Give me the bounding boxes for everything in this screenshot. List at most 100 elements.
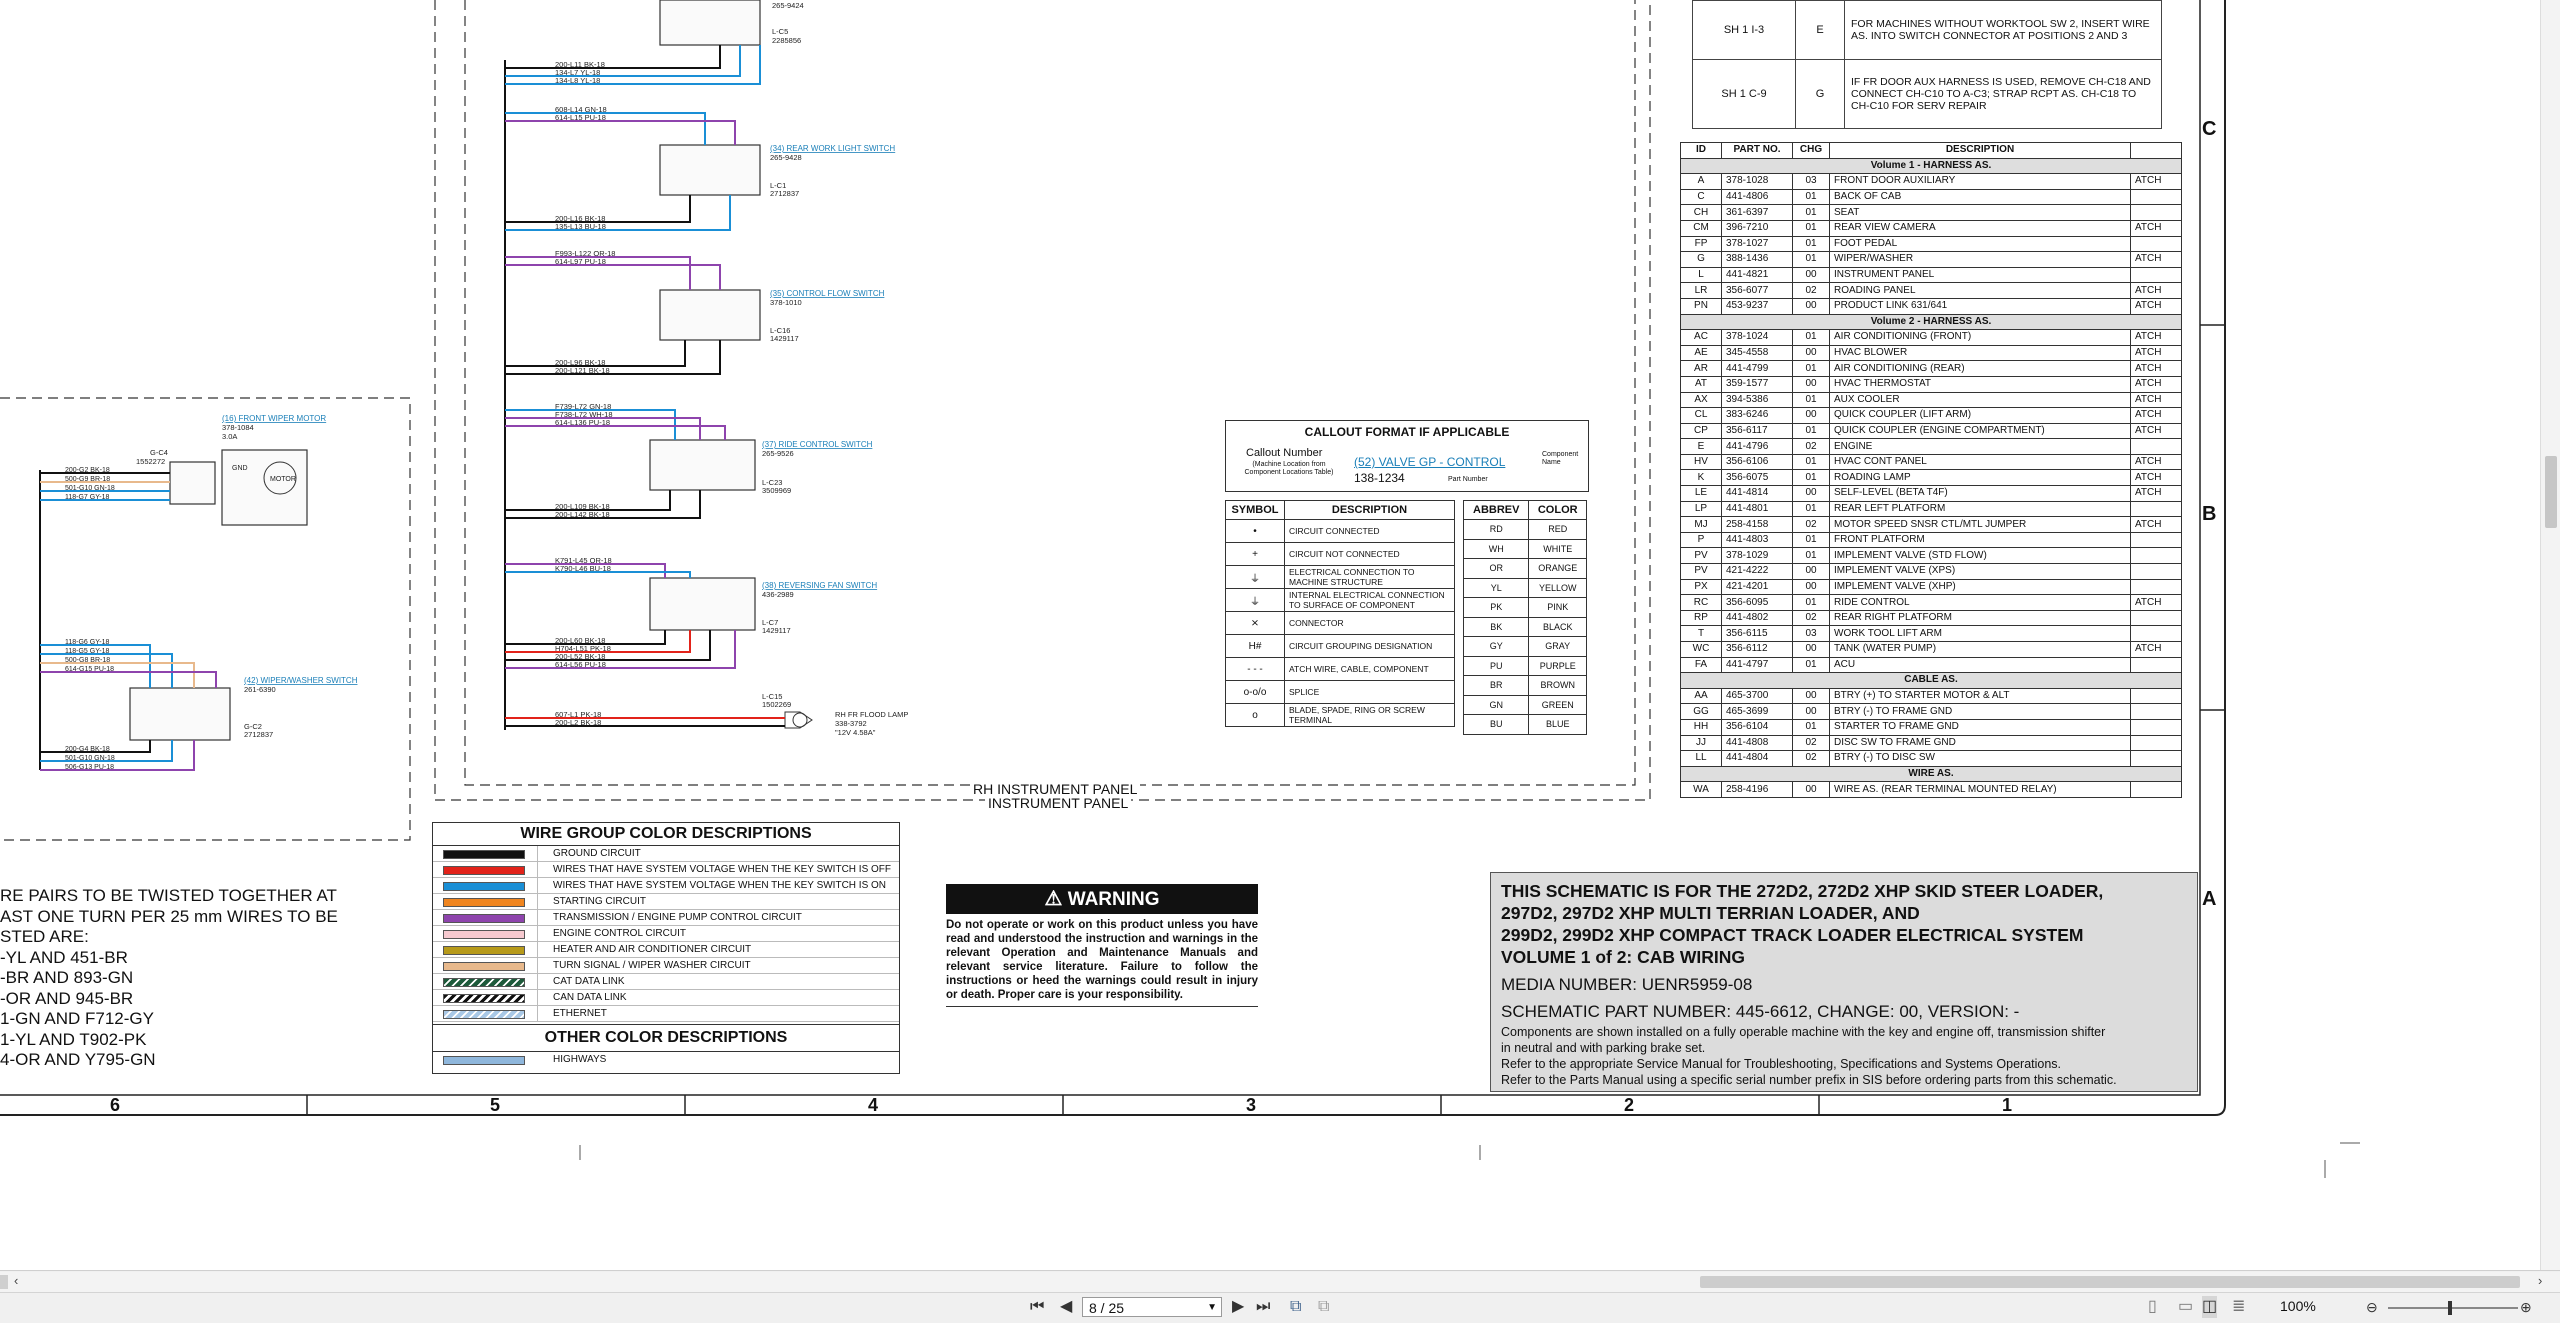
part-description: FRONT DOOR AUXILIARY [1829,173,2131,190]
part-id: WC [1680,641,1722,658]
wire-label: 118-G6 GY-18 [65,639,109,646]
part-flag: ATCH [2130,641,2182,658]
abbrev-code: PU [1462,655,1530,676]
part-number: 453-9237 [1721,297,1793,315]
part-description: QUICK COUPLER (ENGINE COMPARTMENT) [1829,422,2131,440]
part-change: 00 [1792,485,1830,502]
part-flag: ATCH [2130,469,2182,487]
continuous-view-icon[interactable]: ▭ [2178,1298,2194,1315]
part-change: 03 [1792,173,1830,190]
next-page-button[interactable]: ▶ [1232,1298,1245,1315]
wire [40,653,173,688]
scroll-left-arrow-icon[interactable]: ‹ [14,1273,19,1288]
callout-part-number: Part Number [1448,476,1488,483]
wire [505,340,686,367]
wire-label: F738-L72 WH-18 [555,410,613,419]
horizontal-scrollbar[interactable]: ‹ › [0,1272,2560,1293]
part-flag [2130,204,2182,221]
parts-section-label: Volume 1 - HARNESS AS. [1680,157,2182,175]
part-id: HV [1680,453,1722,471]
revision-location: SH 1 I-3 [1692,0,1796,60]
part-id: AX [1680,391,1722,409]
wire [40,740,151,753]
two-page-view-icon[interactable]: ◫ [2202,1296,2218,1318]
part-flag [2130,750,2182,767]
wire [40,740,173,762]
symbol-glyph-icon: o [1225,703,1285,727]
part-change: 02 [1792,438,1830,455]
component-part-label: 436-2989 [762,590,794,599]
part-number: 356-6106 [1721,453,1793,471]
symbol-glyph-icon: ⏚ [1225,588,1285,612]
part-number: 378-1024 [1721,329,1793,346]
horizontal-scroll-thumb[interactable] [1700,1276,2520,1288]
scroll-right-arrow-icon[interactable]: › [2538,1273,2543,1288]
instrument-panel-label: INSTRUMENT PANEL [985,795,1132,811]
wire-color-label: WIRES THAT HAVE SYSTEM VOLTAGE WHEN THE … [553,864,892,875]
part-number: 356-6112 [1721,641,1793,658]
zoom-out-icon[interactable]: ⊖ [2366,1299,2378,1315]
wire-color-swatch [443,850,525,859]
col-flag-header [2130,142,2182,159]
parts-section-label: Volume 2 - HARNESS AS. [1680,313,2182,331]
parts-section-row: WIRE AS. [1680,765,2182,783]
prev-page-button[interactable]: ◀ [1060,1298,1073,1315]
part-id: RC [1680,594,1722,611]
vertical-scrollbar[interactable] [2540,0,2560,1270]
zoom-in-icon[interactable]: ⊕ [2520,1299,2532,1315]
component-connector-label: G-C4 [150,448,168,457]
wire-label: 200-L52 BK-18 [555,652,605,661]
part-id: FA [1680,656,1722,674]
wire [505,571,691,578]
abbrev-code: YL [1462,577,1530,598]
facing-view-icon[interactable]: ≣ [2232,1298,2246,1315]
wire-color-swatch [443,946,525,955]
component-connector-label: L-C23 [762,478,782,487]
first-page-button[interactable]: ⏮ [1030,1298,1045,1315]
reversing-fan-callout: (38) REVERSING FAN SWITCH [762,581,877,590]
front-wiper-motor-callout: (16) FRONT WIPER MOTOR [222,414,326,423]
part-change: 01 [1792,547,1830,565]
copy-page-icon[interactable]: ⧉ [1290,1298,1302,1315]
single-page-view-icon[interactable]: ▯ [2148,1298,2157,1315]
zoom-slider[interactable] [2388,1301,2518,1315]
motor-label: MOTOR [270,476,296,483]
part-id: PV [1680,547,1722,565]
part-flag: ATCH [2130,485,2182,502]
abbrev-color: ORANGE [1528,558,1587,579]
wire [40,644,151,688]
revision-text: IF FR DOOR AUX HARNESS IS USED, REMOVE C… [1844,59,2162,129]
part-flag [2130,531,2182,549]
symbol-row: ⏚ELECTRICAL CONNECTION TO MACHINE STRUCT… [1225,565,1455,589]
part-flag [2130,734,2182,752]
wire-group-row: WIRES THAT HAVE SYSTEM VOLTAGE WHEN THE … [433,862,899,878]
part-description: AIR CONDITIONING (FRONT) [1829,329,2131,346]
part-change: 00 [1792,687,1830,705]
component-part-label: 265-9526 [762,449,794,458]
symbol-description: CIRCUIT GROUPING DESIGNATION [1284,634,1455,658]
page-number-field[interactable]: 8 / 25 ▼ [1082,1297,1222,1317]
page-dropdown-icon[interactable]: ▼ [1207,1302,1217,1313]
wire-label: 200-L2 BK-18 [555,718,601,727]
vertical-scroll-thumb[interactable] [2545,456,2557,528]
zoom-slider-handle[interactable] [2448,1301,2452,1315]
part-description: QUICK COUPLER (LIFT ARM) [1829,407,2131,424]
part-id: LL [1680,750,1722,767]
last-page-button[interactable]: ⏭ [1256,1298,1271,1315]
part-description: REAR LEFT PLATFORM [1829,500,2131,518]
title-line: THIS SCHEMATIC IS FOR THE 272D2, 272D2 X… [1501,881,2104,901]
export-page-icon[interactable]: ⧉ [1318,1298,1330,1315]
part-id: AE [1680,344,1722,362]
wire-label: K790-L46 BU-18 [555,564,611,573]
wire-color-label: TRANSMISSION / ENGINE PUMP CONTROL CIRCU… [553,912,802,923]
component-connector-pn: 1502269 [762,700,791,709]
